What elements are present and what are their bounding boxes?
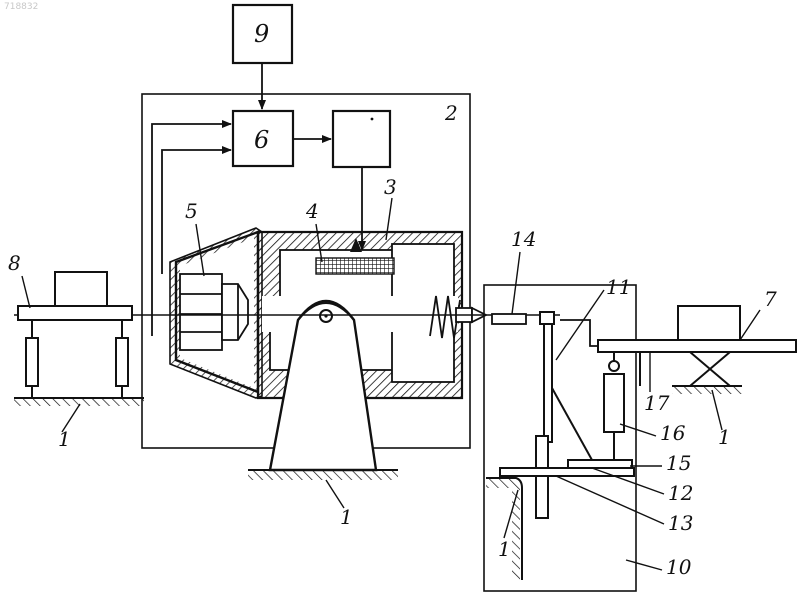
leader-1-center <box>326 480 344 508</box>
label-4: 4 <box>305 199 319 223</box>
label-1-left: 1 <box>58 427 71 451</box>
watermark-text: 718832 <box>4 2 38 12</box>
leader-11 <box>556 290 604 360</box>
table-8 <box>18 272 132 398</box>
label-13: 13 <box>668 511 693 535</box>
leader-8 <box>22 276 30 308</box>
block-unlabeled <box>333 111 390 167</box>
coil-4 <box>316 258 394 274</box>
label-14: 14 <box>511 227 536 251</box>
unit-5 <box>180 274 248 350</box>
leader-1-right <box>712 390 722 430</box>
label-1-bottom: 1 <box>498 537 511 561</box>
leader-14 <box>512 252 520 314</box>
label-1-center: 1 <box>340 505 353 529</box>
leader-7 <box>740 310 760 340</box>
leader-10 <box>626 560 662 570</box>
block-9-label: 9 <box>254 20 269 48</box>
label-1-right: 1 <box>718 425 731 449</box>
label-5: 5 <box>185 199 198 223</box>
label-11: 11 <box>606 275 631 299</box>
label-12: 12 <box>668 481 693 505</box>
label-7: 7 <box>764 287 777 311</box>
table-7 <box>598 306 796 386</box>
label-3: 3 <box>384 175 397 199</box>
label-10: 10 <box>666 555 692 579</box>
leader-13 <box>556 476 664 524</box>
label-15: 15 <box>666 451 691 475</box>
element-14 <box>492 314 526 324</box>
label-16: 16 <box>660 421 686 445</box>
block-6-label: 6 <box>254 126 269 154</box>
label-17: 17 <box>644 391 670 415</box>
label-8: 8 <box>8 251 21 275</box>
cylinder-16 <box>604 346 624 460</box>
leader-16 <box>620 424 656 436</box>
label-2: 2 <box>444 101 458 125</box>
